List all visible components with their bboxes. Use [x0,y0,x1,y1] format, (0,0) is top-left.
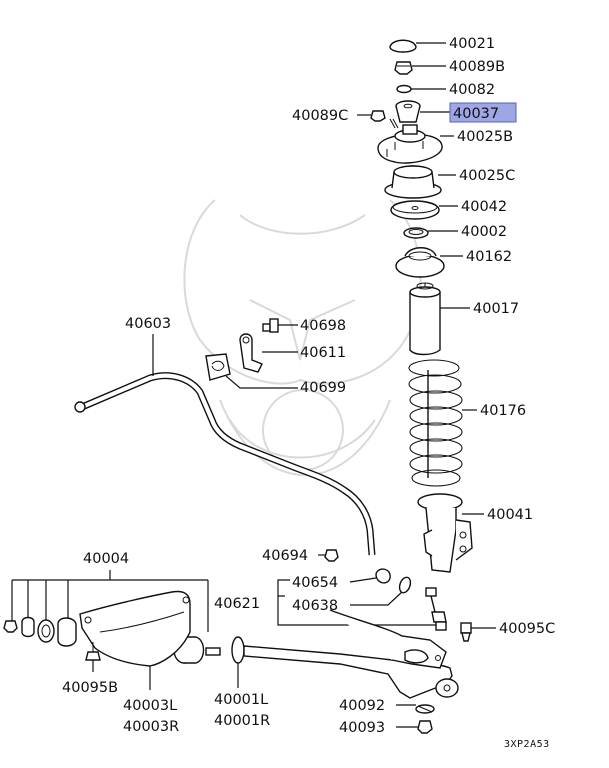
part-40162-seat[interactable] [395,247,445,278]
label-40082[interactable]: 40082 [449,82,495,98]
part-40176-spring[interactable] [408,359,463,487]
part-40089C-nut[interactable] [370,110,399,129]
label-40611[interactable]: 40611 [300,345,346,361]
label-40002[interactable]: 40002 [461,224,507,240]
label-40698[interactable]: 40698 [300,318,346,334]
part-40694-nut[interactable] [324,549,339,562]
label-40037[interactable]: 40037 [453,106,499,122]
label-40093[interactable]: 40093 [339,720,385,736]
label-40621[interactable]: 40621 [214,596,260,612]
part-40093-nut[interactable] [417,720,433,734]
part-40025C-seat[interactable] [384,165,442,199]
part-40089B-nut[interactable] [394,61,413,75]
part-40001-lower-arm[interactable] [205,609,459,699]
part-40021-cap[interactable] [389,39,417,53]
label-40603[interactable]: 40603 [125,316,171,332]
label-40176[interactable]: 40176 [480,403,526,419]
label-40025B[interactable]: 40025B [457,129,513,145]
label-40001R[interactable]: 40001R [214,713,270,729]
label-40699[interactable]: 40699 [300,380,346,396]
part-40003-bracket[interactable] [79,590,191,667]
part-40082-washer[interactable] [396,84,412,94]
label-40095C[interactable]: 40095C [499,621,555,637]
part-40041-strut[interactable] [417,493,473,573]
part-40699-bushing[interactable] [205,353,231,381]
label-40638[interactable]: 40638 [292,598,338,614]
diagram-code: 3XP2A53 [504,739,550,750]
part-40002-ring[interactable] [403,227,429,239]
label-40003L[interactable]: 40003L [123,698,177,714]
part-40095C-bolt[interactable] [460,622,472,642]
label-40003R[interactable]: 40003R [123,719,179,735]
part-40017-boot[interactable] [409,282,441,356]
label-40162[interactable]: 40162 [466,249,512,265]
part-40638-ring[interactable] [398,576,413,594]
label-40001L[interactable]: 40001L [214,692,268,708]
part-40095B-bolt[interactable] [85,642,101,661]
part-stabilizer-link[interactable] [425,587,447,631]
part-40092-washer[interactable] [415,704,435,714]
label-40041[interactable]: 40041 [487,507,533,523]
label-40694[interactable]: 40694 [262,548,308,564]
label-40042[interactable]: 40042 [461,199,507,215]
part-40037-bushing[interactable] [395,100,421,123]
part-40611-bracket[interactable] [239,333,263,373]
label-40092[interactable]: 40092 [339,698,385,714]
label-40654[interactable]: 40654 [292,575,338,591]
label-40089B[interactable]: 40089B [449,59,505,75]
label-40095B[interactable]: 40095B [62,680,118,696]
label-40021[interactable]: 40021 [449,36,495,52]
part-40042-pad[interactable] [390,200,440,220]
part-40654-bushing[interactable] [375,568,391,584]
label-40017[interactable]: 40017 [473,301,519,317]
part-40603-stabilizer-bar[interactable] [74,372,376,556]
highlight-box-40037 [449,102,517,123]
label-40004[interactable]: 40004 [83,551,129,567]
part-40025B-mount[interactable] [377,124,443,164]
label-40089C[interactable]: 40089C [292,108,348,124]
part-40698-bolt[interactable] [262,318,279,333]
label-40025C[interactable]: 40025C [459,168,515,184]
